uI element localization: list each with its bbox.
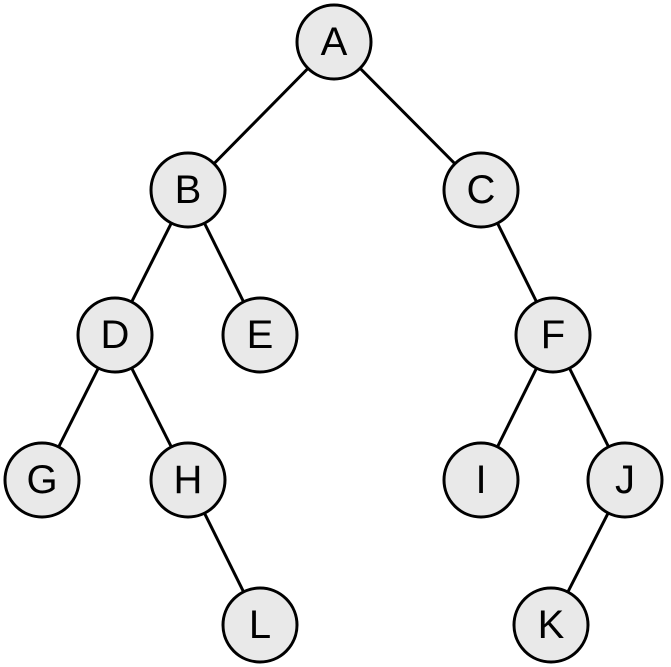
- node-circle-k: [512, 586, 590, 664]
- node-label-j: J: [615, 458, 635, 502]
- node-circle-e: [221, 296, 299, 374]
- node-label-g: G: [26, 458, 57, 502]
- tree-node-c: C: [442, 151, 520, 229]
- node-label-d: D: [101, 313, 130, 357]
- tree-node-e: E: [221, 296, 299, 374]
- tree-node-l: L: [221, 586, 299, 664]
- node-label-a: A: [321, 20, 348, 64]
- node-circle-j: [586, 441, 664, 519]
- node-label-l: L: [249, 603, 271, 647]
- node-circle-h: [149, 441, 227, 519]
- tree-node-b: B: [149, 151, 227, 229]
- node-circle-f: [514, 296, 592, 374]
- tree-node-i: I: [442, 441, 520, 519]
- tree-node-j: J: [586, 441, 664, 519]
- node-circle-c: [442, 151, 520, 229]
- tree-node-d: D: [76, 296, 154, 374]
- tree-node-a: A: [295, 3, 373, 81]
- node-label-f: F: [541, 313, 565, 357]
- node-circle-l: [221, 586, 299, 664]
- node-circle-d: [76, 296, 154, 374]
- tree-node-h: H: [149, 441, 227, 519]
- node-label-b: B: [175, 168, 202, 212]
- node-circle-a: [295, 3, 373, 81]
- node-label-i: I: [475, 458, 486, 502]
- node-label-e: E: [247, 313, 274, 357]
- node-label-c: C: [467, 168, 496, 212]
- tree-node-k: K: [512, 586, 590, 664]
- tree-node-f: F: [514, 296, 592, 374]
- node-circle-g: [3, 441, 81, 519]
- node-label-h: H: [174, 458, 203, 502]
- tree-node-g: G: [3, 441, 81, 519]
- node-circle-b: [149, 151, 227, 229]
- node-circle-i: [442, 441, 520, 519]
- node-label-k: K: [538, 603, 565, 647]
